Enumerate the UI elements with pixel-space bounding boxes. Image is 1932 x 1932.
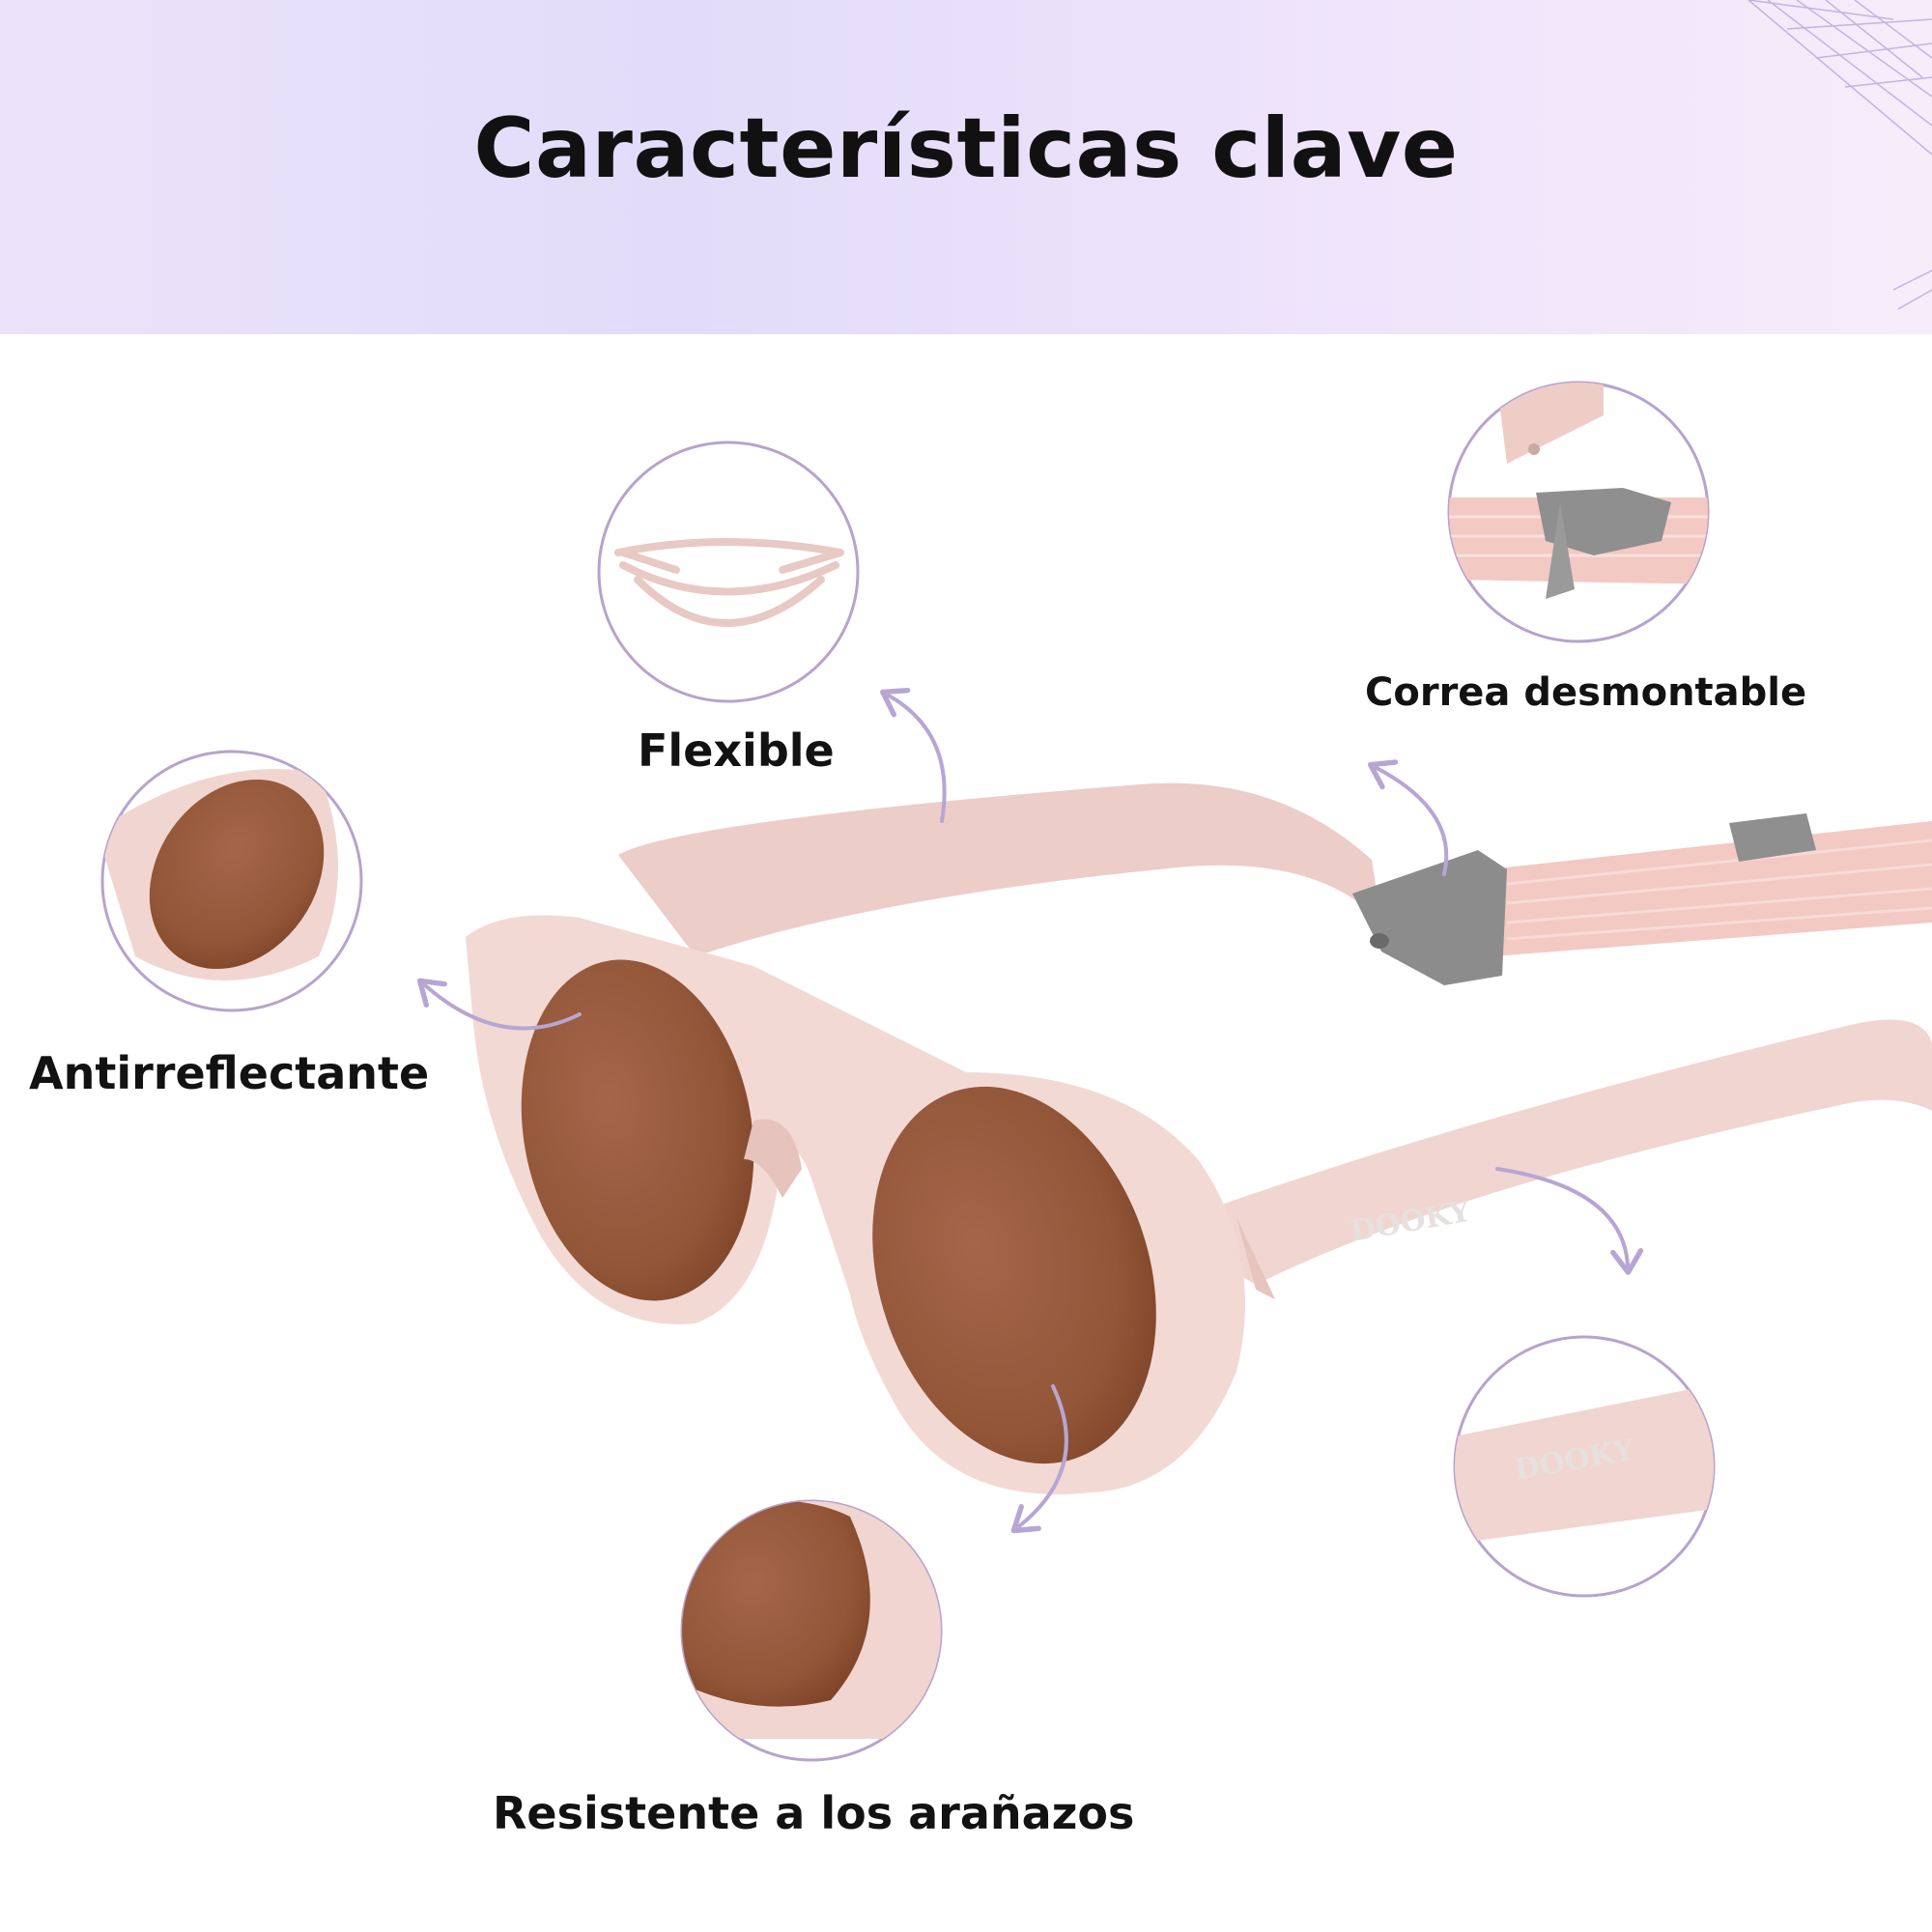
feature-label-antireflective: Antirreflectante [29,1047,430,1099]
feature-label-strap: Correa desmontable [1365,670,1807,715]
strap [1488,813,1932,956]
strap-clip-icon [1447,381,1710,643]
page-title: Características clave [473,100,1459,197]
lens-closeup-icon [100,750,363,1012]
callout-arrows [416,687,1644,1534]
scratch-resistant-lens-icon [680,1499,943,1762]
arrow-scratch [1010,1384,1068,1534]
glasses-frame [466,915,1245,1494]
geometric-decoration [1747,0,1932,310]
arrow-flexible [880,687,947,823]
header-banner: Características clave [0,0,1932,334]
arrow-strap [1367,759,1449,876]
arrow-antireflective [416,978,582,1031]
flexible-frame-icon [597,440,860,703]
feature-label-flexible: Flexible [638,724,835,777]
temple-logo-closeup-icon: DOOKY [1453,1335,1716,1598]
feature-label-scratch: Resistente a los arañazos [493,1787,1135,1839]
arrow-temple [1495,1167,1644,1275]
